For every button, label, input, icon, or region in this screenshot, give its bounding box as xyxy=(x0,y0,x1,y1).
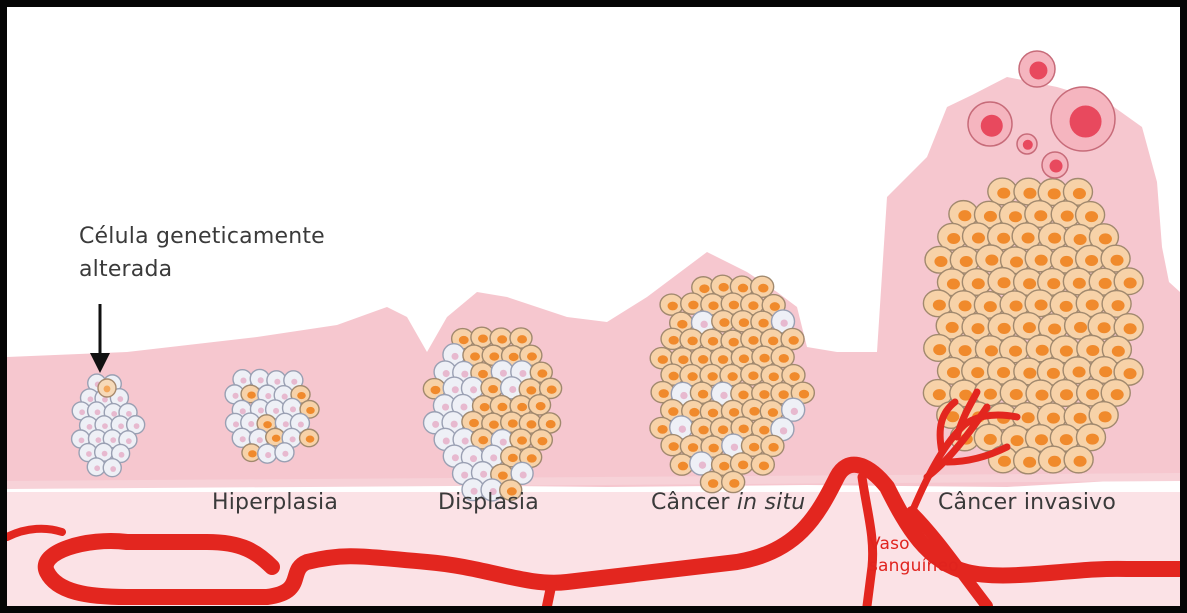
annotation-line-2: alterada xyxy=(79,253,325,286)
cell xyxy=(988,268,1017,295)
cell xyxy=(1025,245,1054,272)
cell xyxy=(988,178,1017,205)
cell xyxy=(258,444,277,463)
vessel-label-line-1: Vaso xyxy=(869,533,959,555)
annotation-label: Célula geneticamente alterada xyxy=(79,220,325,286)
circulating-cell xyxy=(1042,152,1068,178)
stage-label-italic: in situ xyxy=(737,490,806,515)
cell xyxy=(87,458,105,476)
cell xyxy=(275,443,294,462)
cell xyxy=(680,329,703,350)
circulating-cell xyxy=(968,102,1012,146)
vessel-label-line-2: sanguíneo xyxy=(869,555,959,577)
circulating-cell xyxy=(1051,87,1115,151)
cell xyxy=(741,364,764,385)
stage-label-cancer-invasivo: Câncer invasivo xyxy=(938,490,1116,515)
cell xyxy=(98,379,116,397)
cell xyxy=(1051,380,1080,407)
cell xyxy=(481,378,503,398)
vessel-branch xyxy=(547,582,552,606)
stage-label-cancer-in-situ: Câncer in situ xyxy=(651,490,805,515)
cell xyxy=(529,395,551,415)
cell xyxy=(300,429,319,446)
cell xyxy=(1039,446,1068,473)
annotation-line-1: Célula geneticamente xyxy=(79,220,325,253)
stage-label-displasia: Displasia xyxy=(438,490,539,515)
diagram-canvas xyxy=(7,7,1180,606)
cell xyxy=(103,459,121,477)
circulating-cell xyxy=(1017,134,1037,154)
stage-label-hiperplasia: Hiperplasia xyxy=(212,490,338,515)
cell xyxy=(751,454,774,475)
circulating-cell xyxy=(1019,51,1055,87)
vessel-label: Vaso sanguíneo xyxy=(869,533,959,577)
cell xyxy=(1064,446,1093,473)
stage-label-prefix: Câncer xyxy=(651,490,737,515)
